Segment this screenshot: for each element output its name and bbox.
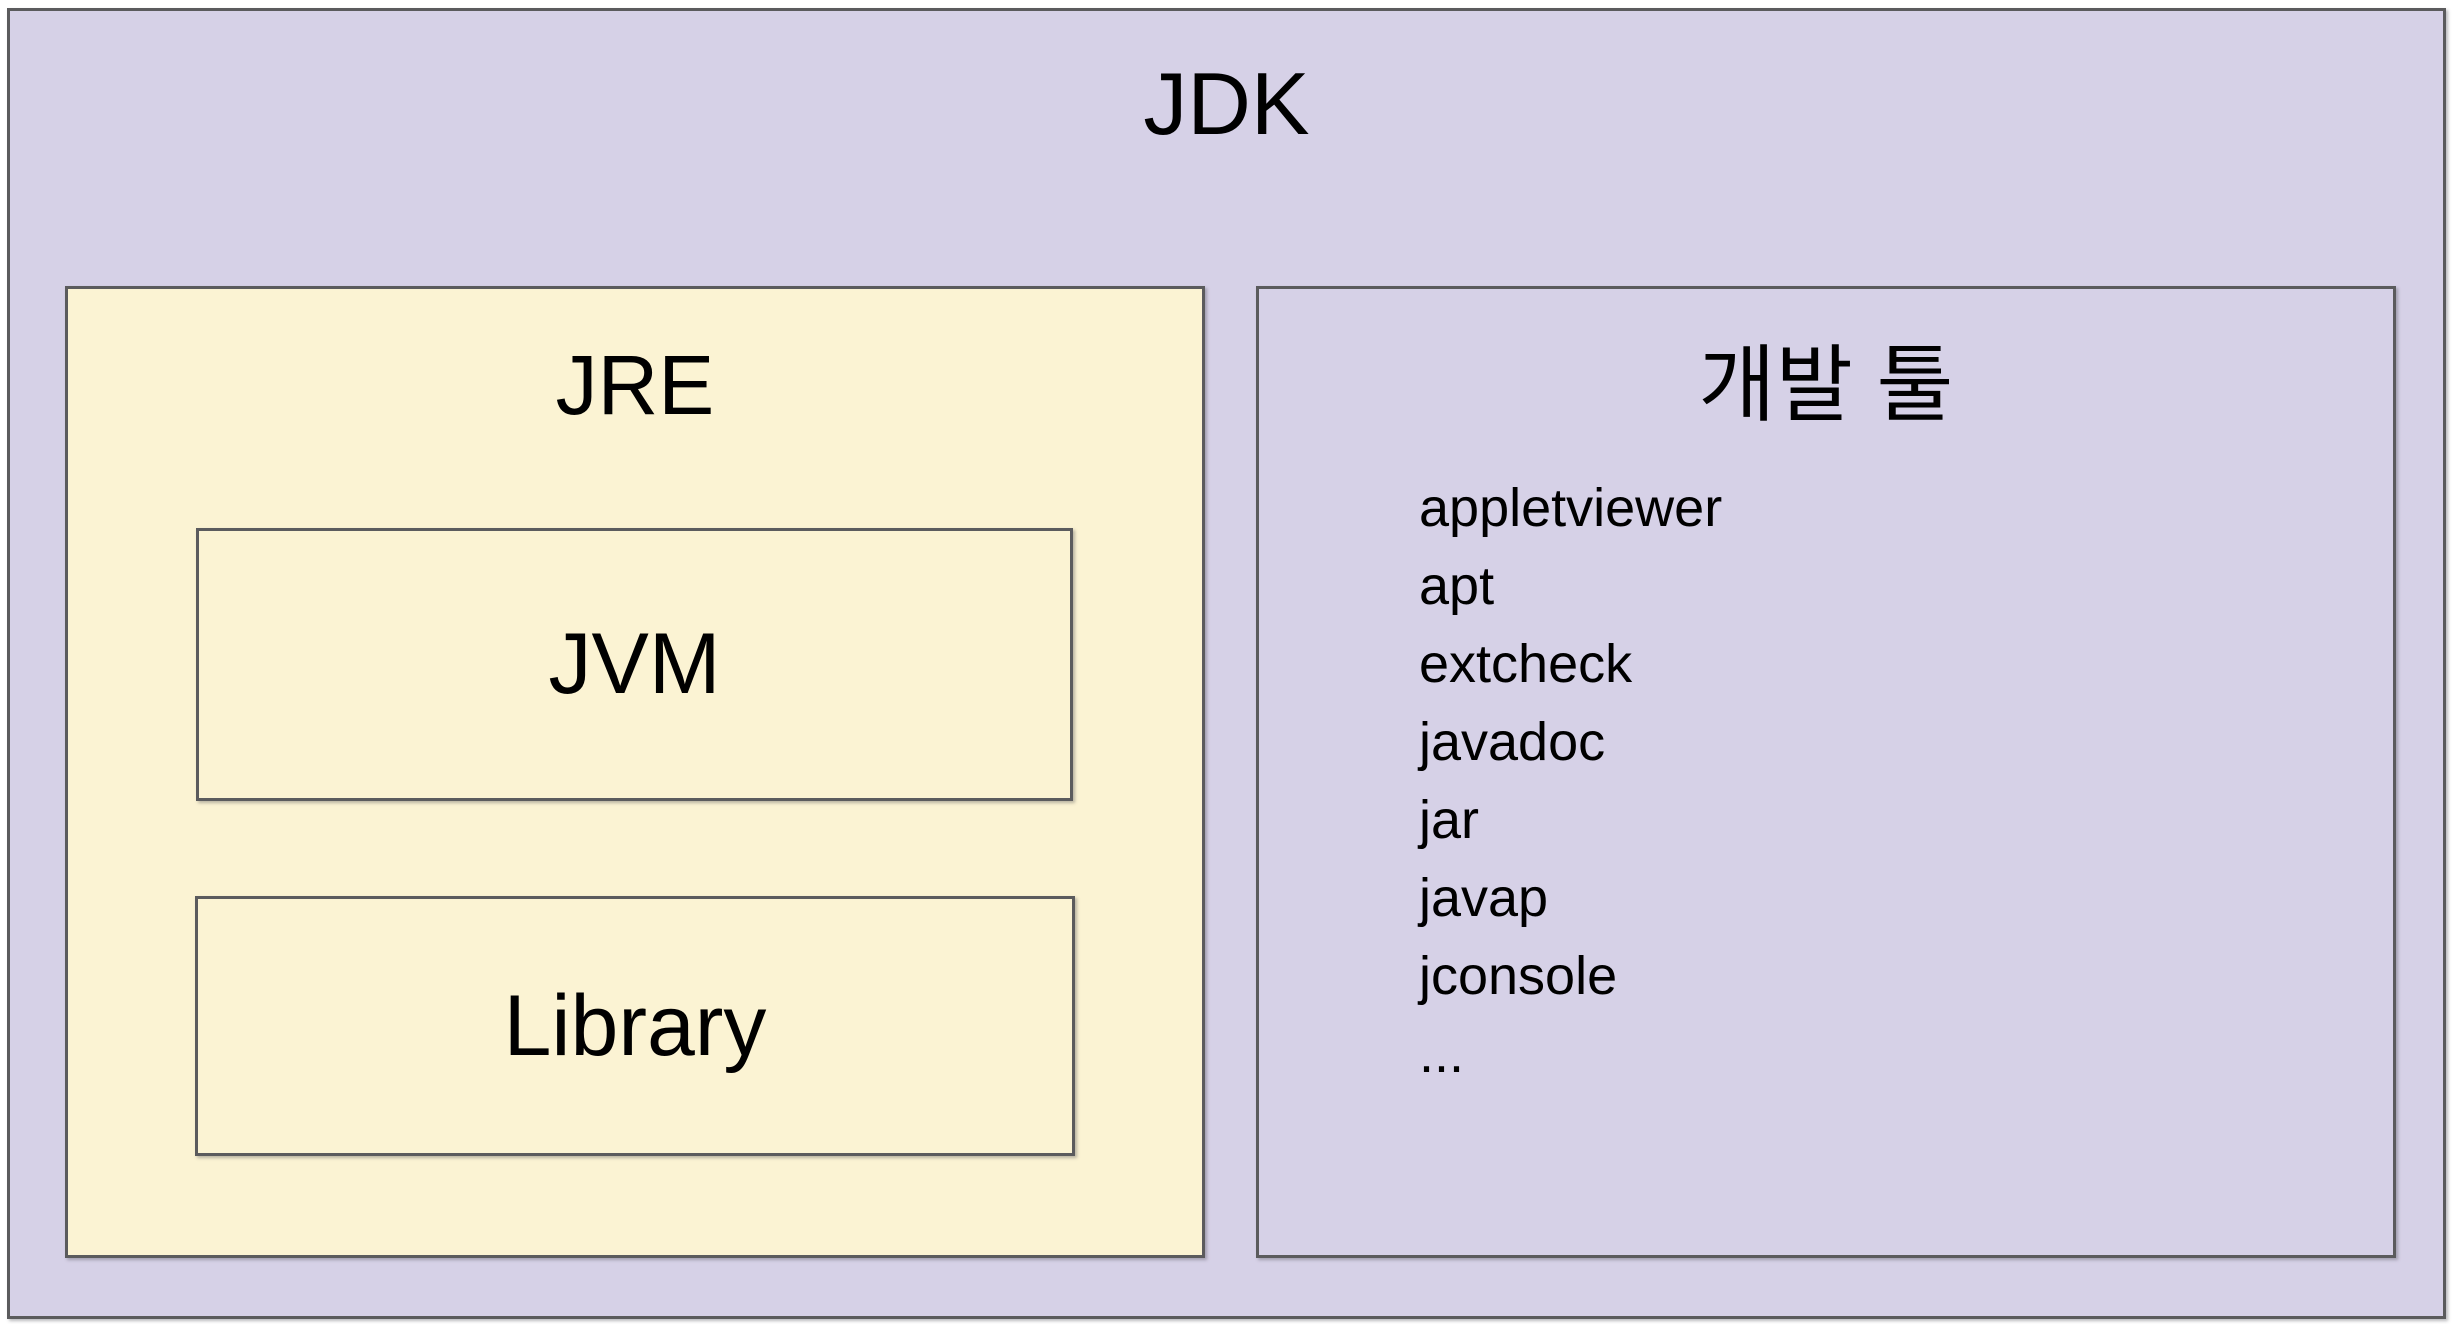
jdk-title: JDK — [1143, 54, 1310, 153]
devtools-list-item: extcheck — [1419, 634, 1633, 694]
devtools-list-item: appletviewer — [1419, 478, 1723, 538]
devtools-list-item: javadoc — [1419, 712, 1606, 772]
devtools-list-item: javap — [1419, 868, 1549, 928]
devtools-list: appletviewer apt extcheck javadoc jar ja… — [1419, 469, 1722, 1093]
jvm-box: JVM — [196, 528, 1073, 801]
library-box: Library — [195, 896, 1075, 1156]
jre-box: JRE JVM Library — [65, 286, 1205, 1258]
devtools-list-item: apt — [1419, 556, 1495, 616]
jdk-box: JDK JRE JVM Library 개발 툴 appletviewer ap… — [7, 8, 2446, 1319]
devtools-title: 개발 툴 — [1698, 338, 1954, 432]
devtools-box: 개발 툴 appletviewer apt extcheck javadoc j… — [1256, 286, 2396, 1258]
devtools-list-item: jar — [1419, 790, 1480, 850]
devtools-list-item: jconsole — [1419, 946, 1618, 1006]
jre-title: JRE — [555, 338, 715, 432]
devtools-list-item: ... — [1419, 1024, 1465, 1084]
library-label: Library — [503, 977, 767, 1074]
jvm-label: JVM — [548, 616, 721, 712]
